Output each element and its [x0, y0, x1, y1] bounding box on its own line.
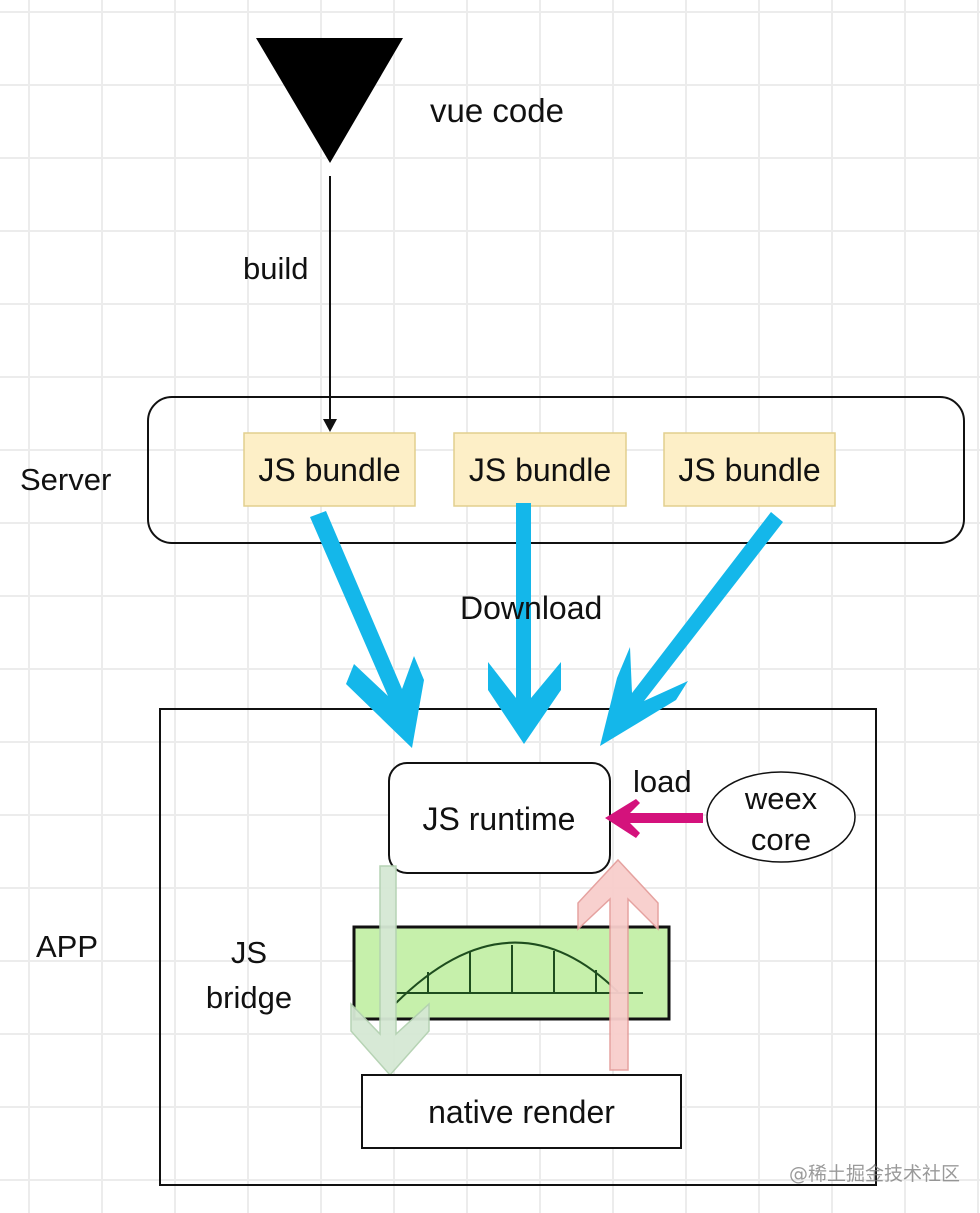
build-label: build [243, 251, 309, 286]
build-arrow-head [323, 419, 337, 432]
vue-logo-icon [256, 38, 403, 163]
native-render-box [361, 1074, 682, 1149]
js-bundle-label: JS bundle [678, 452, 820, 488]
weex-core-label-line2: core [751, 822, 811, 857]
server-label: Server [20, 462, 111, 497]
js-bundle-box [243, 432, 416, 507]
js-bundle-3: JS bundle [663, 432, 836, 507]
js-runtime-label: JS runtime [423, 801, 576, 837]
down-arrow-to-native [350, 865, 430, 1077]
vue-code-label: vue code [430, 92, 564, 129]
download-arrow-middle [488, 503, 561, 744]
js-bundle-box [453, 432, 627, 507]
up-arrow-to-runtime [577, 858, 659, 1071]
weex-core-ellipse [706, 771, 856, 863]
app-label: APP [36, 929, 98, 964]
js-bundle-2: JS bundle [453, 432, 627, 507]
js-bundle-label: JS bundle [469, 452, 611, 488]
weex-core-label-line1: weex [744, 781, 818, 816]
js-bundle-box [663, 432, 836, 507]
watermark: @稀土掘金技术社区 [789, 1163, 960, 1185]
server-box [147, 396, 965, 544]
js-bundle-1: JS bundle [243, 432, 416, 507]
native-render-label: native render [428, 1094, 615, 1130]
load-label: load [633, 764, 692, 799]
download-arrow-right [600, 512, 783, 746]
bridge-icon [395, 941, 643, 1004]
download-arrow-left [310, 511, 424, 748]
js-bridge-label-line1: JS [231, 935, 267, 970]
download-arrows [310, 503, 783, 748]
load-arrow [605, 799, 703, 838]
js-bundle-label: JS bundle [258, 452, 400, 488]
download-label: Download [460, 590, 602, 626]
js-bridge-label-line2: bridge [206, 980, 292, 1015]
